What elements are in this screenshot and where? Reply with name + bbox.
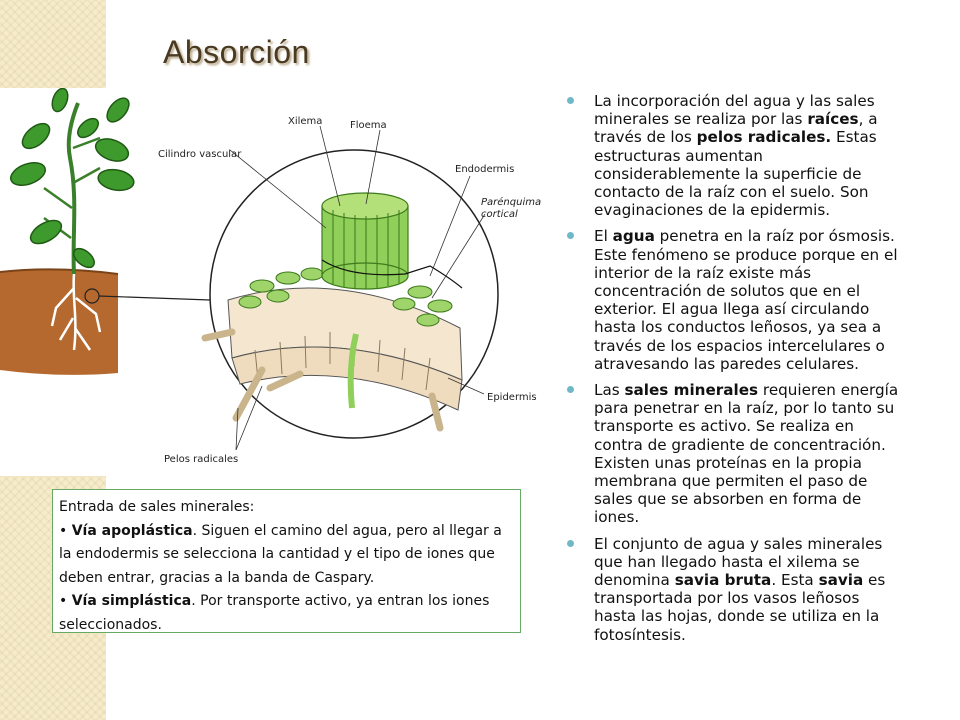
bold-term: raíces xyxy=(807,110,859,129)
slide-title: Absorción xyxy=(163,34,310,70)
root-absorption-illustration: Xilema Floema Cilindro vascular Endoderm… xyxy=(0,88,548,476)
label-parenquima-2: cortical xyxy=(481,209,518,220)
bold-term: savia xyxy=(818,571,864,590)
bullet-item: La incorporación del agua y las sales mi… xyxy=(565,92,905,219)
text-run: El xyxy=(594,227,613,246)
plant-roots xyxy=(50,273,102,351)
text-run: Las xyxy=(594,381,625,400)
plant-leaves xyxy=(9,88,135,269)
callout-term: Vía apoplástica xyxy=(71,522,193,539)
text-run: El conjunto de agua y sales minerales qu… xyxy=(594,534,883,590)
label-epidermis: Epidermis xyxy=(487,392,537,403)
label-endodermis: Endodermis xyxy=(455,164,514,175)
label-pelos-radicales: Pelos radicales xyxy=(164,454,238,465)
bold-term: sales minerales xyxy=(624,381,759,400)
root-cross-section xyxy=(201,192,463,432)
bullet-text: Las sales minerales requieren energía pa… xyxy=(594,381,898,526)
callout-item: • Vía simplástica. Por transporte activo… xyxy=(59,593,490,633)
text-run: . Esta xyxy=(771,571,819,590)
callout-term: Vía simplástica xyxy=(71,593,192,609)
text-run: La incorporación del agua y las sales mi… xyxy=(594,92,875,129)
label-cilindro-vascular: Cilindro vascular xyxy=(158,149,242,160)
bullet-list: La incorporación del agua y las sales mi… xyxy=(565,92,905,652)
callout-item: • Vía apoplástica. Siguen el camino del … xyxy=(59,522,502,586)
bullet-text: La incorporación del agua y las sales mi… xyxy=(594,92,878,219)
bullet-text: El agua penetra en la raíz por ósmosis. … xyxy=(594,227,898,372)
text-run: Estas estructuras aumentan considerablem… xyxy=(594,128,877,220)
bullet-item: Las sales minerales requieren energía pa… xyxy=(565,381,905,527)
plant-stem xyxy=(66,102,80,275)
bold-term: pelos radicales. xyxy=(696,128,832,147)
label-parenquima-1: Parénquima xyxy=(481,196,541,208)
bullet-item: El agua penetra en la raíz por ósmosis. … xyxy=(565,227,905,373)
bullet-text: El conjunto de agua y sales minerales qu… xyxy=(594,535,885,644)
soil-mound xyxy=(0,269,118,375)
label-floema: Floema xyxy=(350,120,387,131)
bold-term: savia bruta xyxy=(674,571,772,590)
text-run: es transportada por los vasos leñosos ha… xyxy=(594,571,886,644)
bold-term: agua xyxy=(612,227,655,246)
bullet-item: El conjunto de agua y sales minerales qu… xyxy=(565,535,905,644)
callout-box: Entrada de sales minerales: • Vía apoplá… xyxy=(52,489,521,633)
text-run: penetra en la raíz por ósmosis. Este fen… xyxy=(594,227,898,373)
text-run: , a través de los xyxy=(594,110,878,147)
label-xilema: Xilema xyxy=(288,116,322,127)
text-run: requieren energía para penetrar en la ra… xyxy=(594,381,899,527)
callout-heading: Entrada de sales minerales: xyxy=(59,499,255,515)
